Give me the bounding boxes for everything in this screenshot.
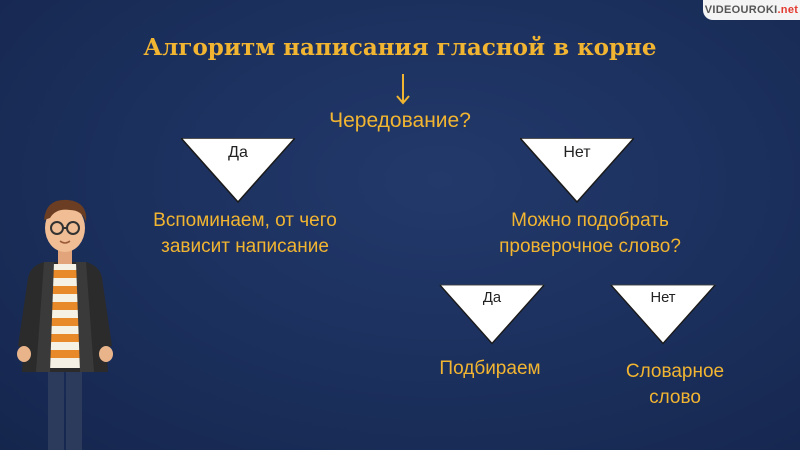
yes-arrow: Да <box>181 138 295 204</box>
triangle-arrow-icon <box>520 138 634 204</box>
no-label: Нет <box>563 144 591 161</box>
left-leg-shape <box>48 364 64 450</box>
sub-yes-label: Да <box>482 290 502 306</box>
yes-result: Вспоминаем, от чего зависит написание <box>110 208 380 260</box>
no-arrow: Нет <box>520 138 634 204</box>
yes-result-line2: зависит написание <box>161 236 329 257</box>
sub-yes-result: Подбираем <box>439 358 541 379</box>
right-leg-shape <box>66 364 82 450</box>
yes-label: Да <box>228 144 248 161</box>
sub-no-result-line1: Словарное <box>625 361 725 382</box>
glasses-icon <box>50 221 80 235</box>
triangle-arrow-icon <box>181 138 295 204</box>
root-question: Чередование? <box>329 109 471 132</box>
logo-text-main: VIDEOUROKI <box>704 4 778 16</box>
sub-no-label: Нет <box>650 290 676 306</box>
logo-text-suffix: .net <box>777 4 799 16</box>
triangle-arrow-icon <box>439 284 545 345</box>
down-arrow-icon <box>396 74 410 105</box>
yes-result-line1: Вспоминаем, от чего <box>153 210 337 231</box>
triangle-arrow-icon <box>610 284 716 345</box>
sub-no-arrow: Нет <box>610 284 716 346</box>
diagram-title: Алгоритм написания гласной в корне <box>143 34 657 61</box>
sub-no-result-line2: слово <box>649 387 701 408</box>
no-question-line2: проверочное слово? <box>499 236 681 257</box>
no-question-line1: Можно подобрать <box>511 210 669 231</box>
shirt-stripes <box>48 270 82 358</box>
videouroki-logo: VIDEOUROKI.net <box>703 0 800 20</box>
hair-shape <box>44 199 87 222</box>
boy-character-illustration <box>17 199 113 450</box>
sub-yes-arrow: Да <box>439 284 545 346</box>
sub-no-result: Словарное слово <box>600 359 750 411</box>
no-question: Можно подобрать проверочное слово? <box>450 208 730 260</box>
